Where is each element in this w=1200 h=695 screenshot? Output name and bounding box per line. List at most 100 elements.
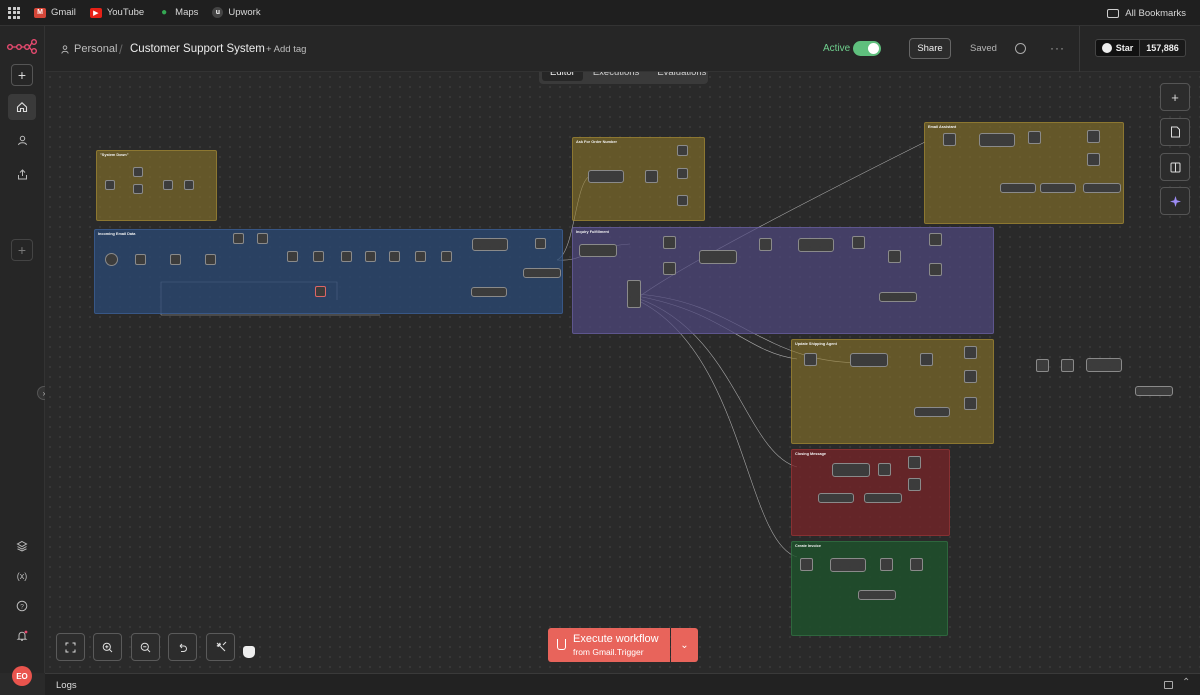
agent-node[interactable] [979,133,1015,147]
templates-icon[interactable] [14,538,30,554]
tab-evaluations[interactable]: Evaluations [657,72,707,78]
workflow-node[interactable] [133,167,143,177]
workflow-node[interactable] [663,262,676,275]
agent-node[interactable] [830,558,866,572]
sticky-note-icon[interactable] [1160,118,1190,146]
agent-node[interactable] [1086,358,1122,372]
workflow-node[interactable] [1028,131,1041,144]
help-icon[interactable]: ? [14,598,30,614]
workflow-node[interactable] [677,145,688,156]
tool-node[interactable] [1000,183,1036,193]
variables-icon[interactable]: (x) [16,571,28,581]
bookmark-upwork[interactable]: u Upwork [212,7,261,18]
pop-out-icon[interactable] [1164,681,1173,689]
workflow-node[interactable] [964,397,977,410]
workflow-node[interactable] [257,233,268,244]
workflow-node[interactable] [1087,130,1100,143]
workflow-node[interactable] [677,195,688,206]
workflow-node[interactable] [315,286,326,297]
group-inquiry[interactable]: Inquiry Fulfillment [572,227,994,334]
workflow-node[interactable] [800,558,813,571]
output-parser-node[interactable] [1135,386,1173,396]
workflow-node[interactable] [908,478,921,491]
github-star-button[interactable]: Star [1095,39,1140,57]
workflow-node[interactable] [878,463,891,476]
workflow-node[interactable] [645,170,658,183]
group-email-assistant[interactable]: Email Assistant [924,122,1124,224]
group-invoice[interactable]: Create Invoice [791,541,948,636]
workflow-node[interactable] [313,251,324,262]
workflow-node[interactable] [1036,359,1049,372]
workflow-node[interactable] [759,238,772,251]
workflow-node[interactable] [964,346,977,359]
bookmark-maps[interactable]: ● Maps [158,7,198,18]
more-options-icon[interactable]: ··· [1050,41,1065,55]
history-icon[interactable] [1015,43,1026,54]
gmail-trigger-node[interactable] [105,253,118,266]
panel-toggle-icon[interactable] [1160,153,1190,181]
workflow-node[interactable] [133,184,143,194]
bookmark-gmail[interactable]: M Gmail [34,7,76,18]
workflow-node[interactable] [389,251,400,262]
apps-grid-icon[interactable] [8,6,20,19]
workflow-node[interactable] [677,168,688,179]
workflow-node[interactable] [888,250,901,263]
output-parser-node[interactable] [523,268,561,278]
workflow-node[interactable] [170,254,181,265]
agent-node[interactable] [798,238,834,252]
fit-view-icon[interactable] [56,633,85,661]
workflow-node[interactable] [415,251,426,262]
workflow-node[interactable] [205,254,216,265]
execute-options-chevron-icon[interactable]: ⌄ [671,628,698,662]
chevron-up-icon[interactable]: ⌃ [1182,677,1191,688]
bookmark-youtube[interactable]: ▶ YouTube [89,7,144,18]
workflow-node[interactable] [929,233,942,246]
breadcrumb-project[interactable]: Personal [61,26,117,72]
workflow-node[interactable] [943,133,956,146]
group-system-down[interactable]: "System Down" [96,150,217,221]
tab-editor[interactable]: Editor [542,72,583,81]
agent-node[interactable] [472,238,508,251]
switch-node[interactable] [627,280,641,308]
group-incoming-email[interactable]: Incoming Email Data [94,229,563,314]
execute-workflow-button[interactable]: Execute workflow from Gmail.Trigger [548,628,670,662]
workflow-title[interactable]: Customer Support System [130,43,265,55]
notifications-bell-icon[interactable] [14,628,30,644]
workflow-node[interactable] [964,370,977,383]
workflow-node[interactable] [920,353,933,366]
workflow-node[interactable] [287,251,298,262]
agent-node[interactable] [588,170,624,183]
workflow-node[interactable] [1087,153,1100,166]
home-icon[interactable] [8,94,36,120]
output-parser-node[interactable] [858,590,896,600]
tool-node[interactable] [818,493,854,503]
workflow-node[interactable] [163,180,173,190]
workflow-node[interactable] [441,251,452,262]
n8n-logo-icon[interactable] [7,38,37,54]
workflow-node[interactable] [135,254,146,265]
logs-panel-bar[interactable]: Logs ⌃ [45,673,1200,695]
workflow-node[interactable] [852,236,865,249]
output-parser-node[interactable] [914,407,950,417]
group-closing[interactable]: Closing Message [791,449,950,536]
workflow-node[interactable] [365,251,376,262]
zoom-in-icon[interactable] [93,633,122,661]
add-node-button[interactable]: + [1160,83,1190,111]
workflow-node[interactable] [663,236,676,249]
user-icon[interactable] [14,132,30,148]
group-ask-order[interactable]: Ask For Order Number [572,137,705,221]
add-project-button[interactable]: + [11,239,33,261]
tidy-up-icon[interactable] [206,633,235,661]
workflow-canvas[interactable]: Editor Executions Evaluations "System Do… [45,72,1200,673]
share-button[interactable]: Share [909,38,951,59]
tool-node[interactable] [1040,183,1076,193]
agent-node[interactable] [699,250,737,264]
active-toggle[interactable] [853,41,881,56]
workflow-node[interactable] [910,558,923,571]
workflow-node[interactable] [804,353,817,366]
agent-node[interactable] [579,244,617,257]
output-parser-node[interactable] [1083,183,1121,193]
workflow-node[interactable] [929,263,942,276]
output-parser-node[interactable] [879,292,917,302]
agent-node[interactable] [850,353,888,367]
